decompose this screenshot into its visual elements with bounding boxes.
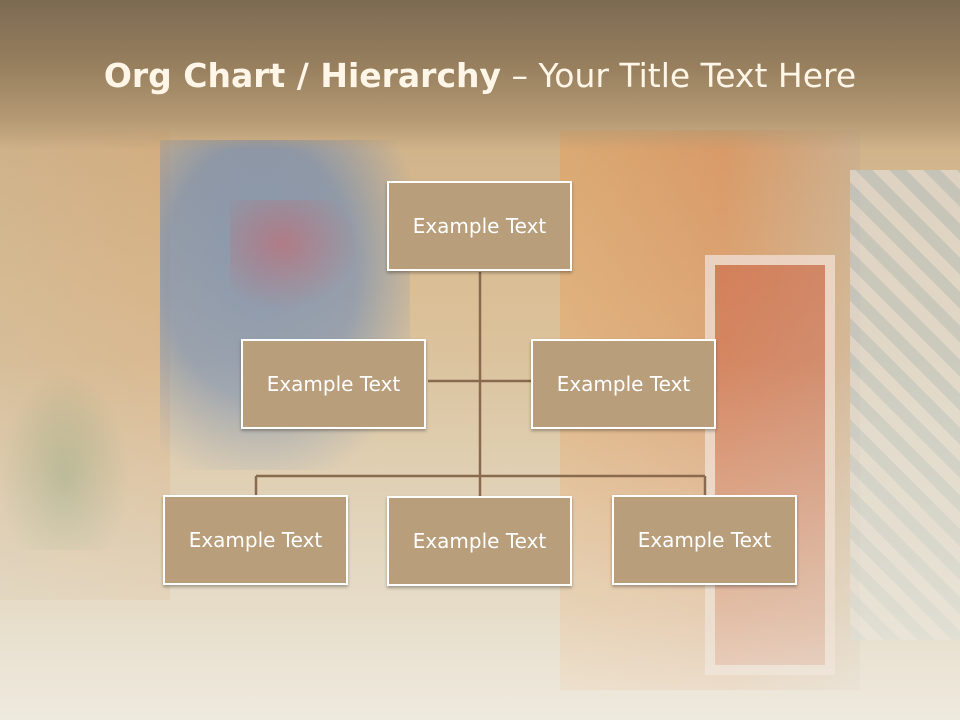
title-part-1: Org Chart / Hierarchy <box>103 56 502 95</box>
node-assistant-right[interactable]: Example Text <box>531 339 716 429</box>
node-root[interactable]: Example Text <box>387 181 572 271</box>
node-child-3[interactable]: Example Text <box>612 495 797 585</box>
node-child-3-label: Example Text <box>637 528 772 552</box>
node-assistant-right-label: Example Text <box>556 372 691 396</box>
node-child-2[interactable]: Example Text <box>387 496 572 586</box>
title-part-2: Your Title Text Here <box>538 56 857 95</box>
node-child-1-label: Example Text <box>188 528 323 552</box>
node-child-2-label: Example Text <box>412 529 547 553</box>
slide-title: Org Chart / Hierarchy – Your Title Text … <box>0 56 960 95</box>
title-separator: – <box>501 56 539 95</box>
node-child-1[interactable]: Example Text <box>163 495 348 585</box>
node-assistant-left-label: Example Text <box>266 372 401 396</box>
title-band <box>0 0 960 150</box>
node-root-label: Example Text <box>412 214 547 238</box>
node-assistant-left[interactable]: Example Text <box>241 339 426 429</box>
